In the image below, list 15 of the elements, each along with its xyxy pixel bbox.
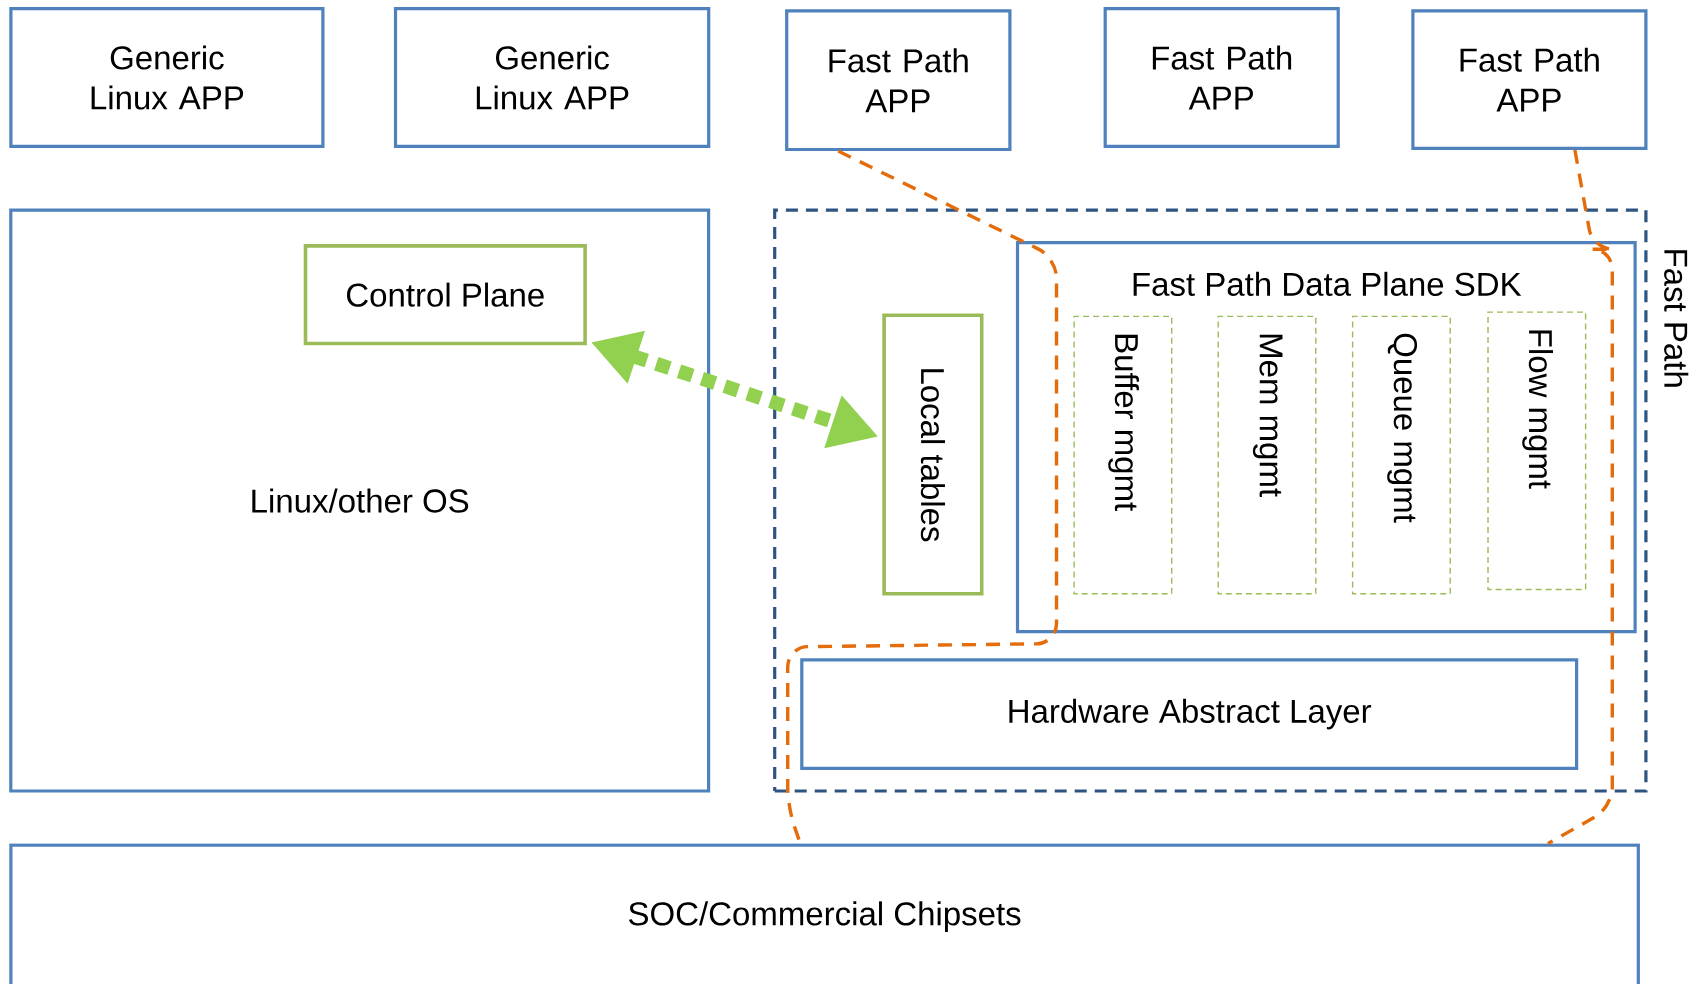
dashed-line xyxy=(1547,149,1615,846)
layer-box: Hardware Abstract Layer xyxy=(800,658,1579,770)
layer-box: SOC/Commercial Chipsets xyxy=(9,843,1640,984)
process-box: Local tables xyxy=(882,313,984,596)
module-box: Mem mgmt xyxy=(1217,315,1317,595)
process-box: Control Plane xyxy=(303,244,587,346)
app-box: Fast Path APP xyxy=(785,9,1012,152)
module-box: Flow mgmt xyxy=(1487,311,1587,591)
app-box: Generic Linux APP xyxy=(393,7,711,148)
module-box: Queue mgmt xyxy=(1351,315,1451,595)
node-label: Fast Path xyxy=(1664,250,1689,387)
module-box: Buffer mgmt xyxy=(1073,315,1173,595)
app-box: Fast Path APP xyxy=(1103,7,1340,148)
app-box: Fast Path APP xyxy=(1411,9,1648,150)
app-box: Generic Linux APP xyxy=(9,7,325,148)
